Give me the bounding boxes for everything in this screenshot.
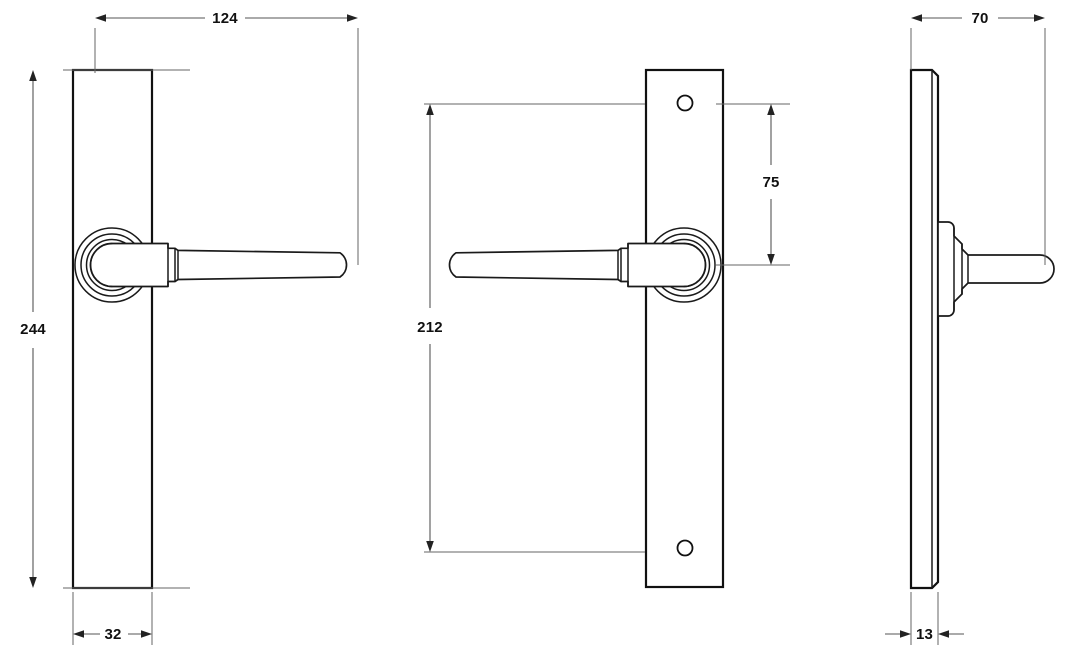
dim-32: 32: [72, 592, 153, 645]
view-front-left-hand: 124 244 32: [20, 10, 359, 645]
dim-75: 75: [716, 103, 790, 266]
view-front-right-hand: 212 75: [417, 68, 790, 589]
dim-13-label: 13: [916, 626, 933, 643]
lever-view2: [448, 242, 707, 288]
dim-124-label: 124: [212, 10, 238, 27]
dim-70: 70: [910, 10, 1046, 265]
backplate-outline-view1: [71, 68, 154, 590]
dim-13: 13: [885, 592, 964, 645]
dim-244-label: 244: [20, 321, 46, 338]
view-side: 70 13: [885, 10, 1055, 645]
lever-view1: [89, 242, 348, 288]
dim-212: 212: [417, 103, 645, 553]
dim-70-label: 70: [971, 10, 988, 27]
dim-32-label: 32: [104, 626, 121, 643]
fixing-hole-bottom: [676, 539, 694, 557]
backplate-outline-view3: [909, 68, 940, 590]
dim-124: 124: [94, 10, 359, 265]
dim-212-label: 212: [417, 319, 443, 336]
fixing-hole-top: [676, 94, 694, 112]
dim-244: 244: [20, 69, 190, 589]
lever-view3: [937, 221, 1055, 317]
backplate-outline-view2: [644, 68, 725, 589]
dim-75-label: 75: [762, 174, 779, 191]
